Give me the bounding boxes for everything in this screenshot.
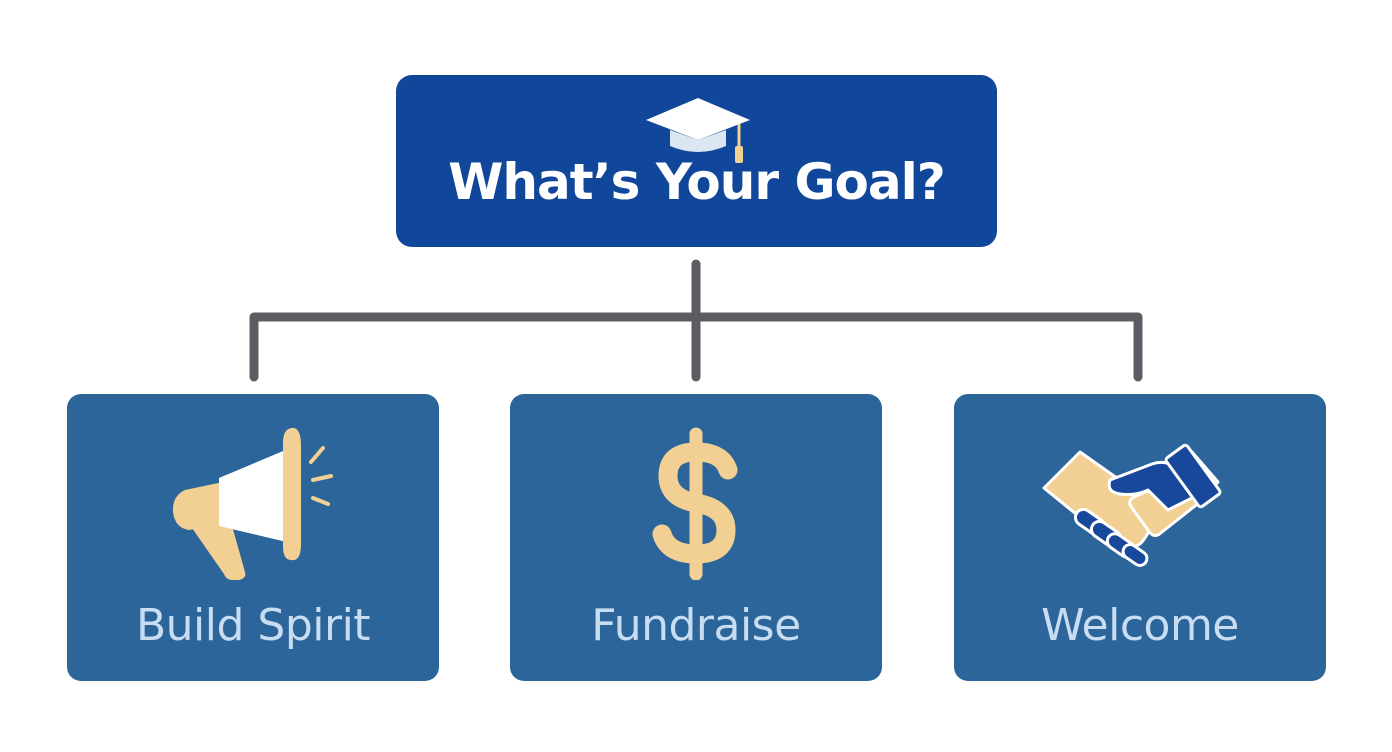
graduation-cap-icon (646, 98, 750, 163)
goal-label-welcome: Welcome (1041, 600, 1239, 651)
root-title: What’s Your Goal? (448, 153, 945, 211)
goal-card-welcome[interactable]: Welcome (954, 394, 1326, 681)
megaphone-icon (172, 427, 333, 580)
dollar-sign-icon (652, 427, 738, 580)
goal-card-fundraise[interactable]: Fundraise (510, 394, 882, 681)
handshake-icon (1042, 443, 1222, 567)
branch-connector (249, 312, 1143, 382)
goal-label-build-spirit: Build Spirit (135, 600, 371, 651)
goal-card-build-spirit[interactable]: Build Spirit (67, 394, 439, 681)
goal-label-fundraise: Fundraise (591, 600, 801, 651)
